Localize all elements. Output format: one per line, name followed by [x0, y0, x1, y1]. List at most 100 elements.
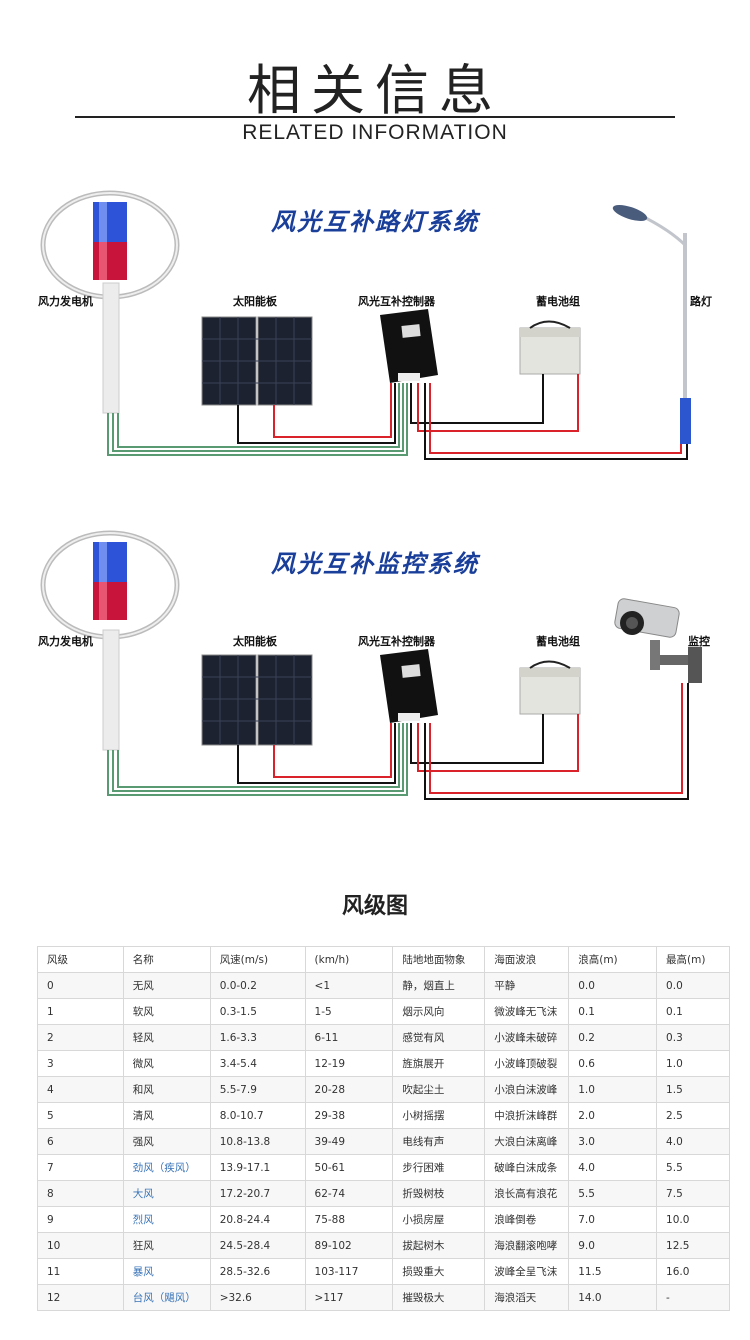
table-cell: 5: [37, 1102, 124, 1129]
solar-panel-image: [201, 654, 313, 746]
table-cell[interactable]: 台风（飓风）: [122, 1284, 211, 1311]
table-cell: 0: [37, 972, 124, 999]
table-cell: 浪峰倒卷: [484, 1206, 570, 1233]
table-cell: <1: [304, 972, 394, 999]
table-cell: 大浪白沫离峰: [484, 1128, 570, 1155]
table-cell: 感觉有风: [392, 1024, 486, 1051]
table-cell: 折毁树枝: [392, 1180, 486, 1207]
table-cell: 12-19: [304, 1050, 394, 1077]
monitoring-system-diagram: [40, 530, 702, 800]
table-cell: 8.0-10.7: [209, 1102, 306, 1129]
monitoring-system-title: 风光互补监控系统: [271, 550, 479, 578]
column-header: 海面波浪: [484, 946, 570, 973]
table-cell: 1.0: [656, 1050, 730, 1077]
table-cell: 小树摇摆: [392, 1102, 486, 1129]
table-cell: 0.2: [568, 1024, 658, 1051]
table-cell: 28.5-32.6: [209, 1258, 306, 1285]
streetlight-system-diagram: [40, 190, 691, 460]
table-cell: >117: [304, 1284, 394, 1311]
table-cell: 10.8-13.8: [209, 1128, 306, 1155]
table-cell: 0.1: [656, 998, 730, 1025]
wiring: [107, 683, 689, 800]
label-solar-panel: 太阳能板: [233, 635, 277, 648]
table-cell: 3.0: [568, 1128, 658, 1155]
controller-image: [380, 309, 438, 383]
table-cell: -: [656, 1284, 730, 1311]
table-cell: 损毁重大: [392, 1258, 486, 1285]
table-cell: 9.0: [568, 1232, 658, 1259]
table-cell: 摧毁极大: [392, 1284, 486, 1311]
label-solar-panel: 太阳能板: [233, 295, 277, 308]
wind-scale-title: 风级图: [341, 894, 408, 919]
table-cell: 1-5: [304, 998, 394, 1025]
table-cell: 9: [37, 1206, 124, 1233]
street-light-image: [612, 205, 691, 444]
table-cell: 拔起树木: [392, 1232, 486, 1259]
table-cell: 波峰全呈飞沫: [484, 1258, 570, 1285]
table-cell: 3: [37, 1050, 124, 1077]
table-cell[interactable]: 大风: [122, 1180, 211, 1207]
table-cell: 5.5-7.9: [209, 1076, 306, 1103]
table-cell: 24.5-28.4: [209, 1232, 306, 1259]
table-cell: 微波峰无飞沫: [484, 998, 570, 1025]
column-header: (km/h): [304, 946, 394, 973]
table-cell: 小浪白沫波峰: [484, 1076, 570, 1103]
table-cell: 75-88: [304, 1206, 394, 1233]
label-street-light: 路灯: [690, 295, 712, 308]
table-cell: 步行困难: [392, 1154, 486, 1181]
wind-turbine-image: [40, 190, 180, 414]
solar-panel-image: [201, 316, 313, 406]
table-cell: 平静: [484, 972, 570, 999]
label-battery: 蓄电池组: [536, 635, 580, 648]
table-cell: 17.2-20.7: [209, 1180, 306, 1207]
table-cell: 4: [37, 1076, 124, 1103]
table-cell: 1.0: [568, 1076, 658, 1103]
table-cell[interactable]: 劲风（疾风）: [122, 1154, 211, 1181]
table-header-row: 风级名称风速(m/s)(km/h)陆地地面物象海面波浪浪高(m)最高(m): [37, 946, 730, 973]
table-cell[interactable]: 暴风: [122, 1258, 211, 1285]
table-cell: 0.0-0.2: [209, 972, 306, 999]
column-header: 最高(m): [656, 946, 730, 973]
table-cell: 狂风: [122, 1232, 211, 1259]
table-cell: 6-11: [304, 1024, 394, 1051]
table-cell: 4.0: [656, 1128, 730, 1155]
table-cell: 7: [37, 1154, 124, 1181]
controller-image: [380, 649, 438, 723]
table-cell: 5.5: [656, 1154, 730, 1181]
table-cell: 0.3: [656, 1024, 730, 1051]
table-cell: 0.0: [656, 972, 730, 999]
column-header: 风级: [37, 946, 124, 973]
label-controller: 风光互补控制器: [358, 635, 435, 648]
table-cell: 0.1: [568, 998, 658, 1025]
table-cell: 海浪滔天: [484, 1284, 570, 1311]
table-cell: 软风: [122, 998, 211, 1025]
battery-image: [519, 320, 581, 375]
table-cell: 0.3-1.5: [209, 998, 306, 1025]
label-controller: 风光互补控制器: [358, 295, 435, 308]
column-header: 陆地地面物象: [392, 946, 486, 973]
table-cell: 29-38: [304, 1102, 394, 1129]
table-cell: 2.0: [568, 1102, 658, 1129]
table-cell: 小波峰未破碎: [484, 1024, 570, 1051]
table-cell: 海浪翻滚咆哮: [484, 1232, 570, 1259]
table-cell[interactable]: 烈风: [122, 1206, 211, 1233]
table-cell: 4.0: [568, 1154, 658, 1181]
table-cell: 50-61: [304, 1154, 394, 1181]
table-cell: 旌旗展开: [392, 1050, 486, 1077]
table-cell: 0.6: [568, 1050, 658, 1077]
table-cell: 强风: [122, 1128, 211, 1155]
table-cell: 和风: [122, 1076, 211, 1103]
table-cell: 轻风: [122, 1024, 211, 1051]
table-cell: 电线有声: [392, 1128, 486, 1155]
wind-turbine-image: [40, 530, 180, 751]
battery-image: [519, 660, 581, 715]
header-divider: [75, 116, 675, 118]
